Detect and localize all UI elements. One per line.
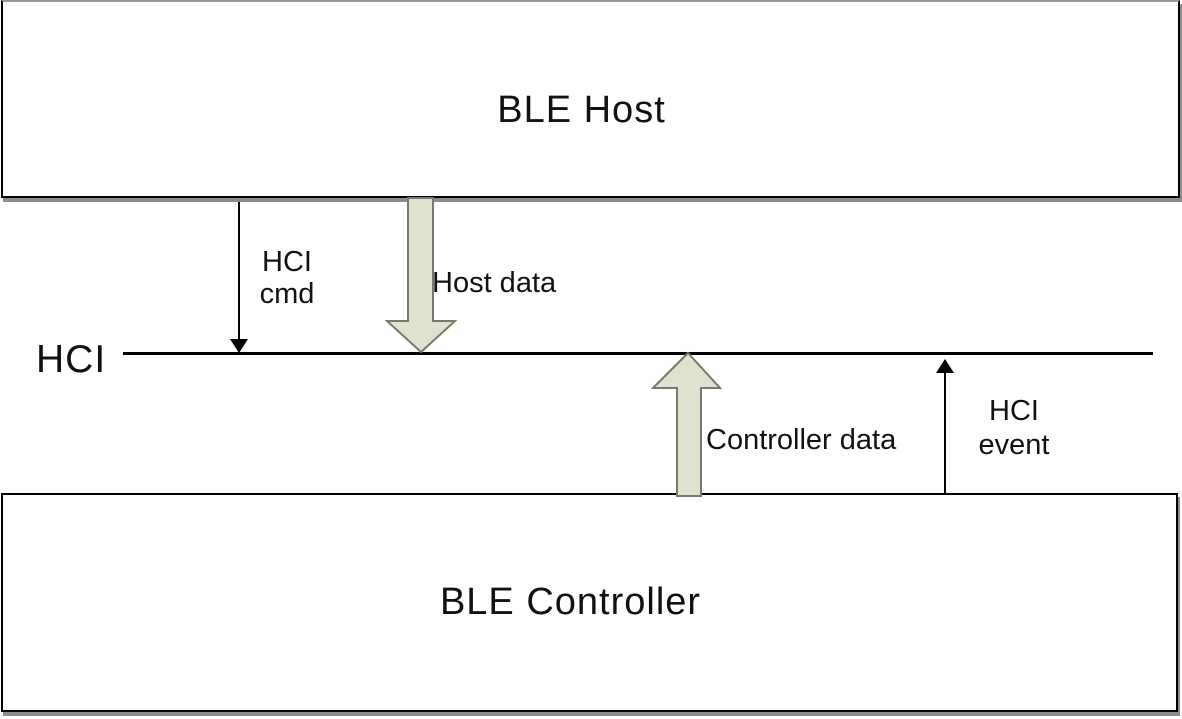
- hci-cmd-label-line1: HCI: [262, 246, 312, 278]
- hci-cmd-label-line2: cmd: [259, 278, 315, 310]
- ble-controller-box: BLE Controller: [1, 493, 1178, 712]
- ble-host-title: BLE Host: [497, 88, 666, 131]
- hci-event-label-line1: HCI: [989, 395, 1039, 427]
- hci-cmd-down-arrow-icon: [230, 202, 248, 353]
- host-data-block-down-arrow-icon: [385, 197, 457, 354]
- host-data-label: Host data: [432, 267, 557, 299]
- hci-cmd-label: HCI cmd: [230, 246, 344, 310]
- ble-controller-title: BLE Controller: [439, 581, 702, 623]
- controller-data-block-up-arrow-icon: [651, 351, 723, 497]
- hci-event-label: HCI event: [963, 394, 1065, 462]
- ble-host-box: BLE Host: [1, 0, 1180, 198]
- hci-event-up-arrow-icon: [936, 359, 954, 495]
- hci-event-label-line2: event: [978, 429, 1050, 461]
- controller-data-label: Controller data: [706, 424, 897, 456]
- hci-interface-line: [123, 352, 1153, 355]
- hci-interface-label: HCI: [36, 338, 107, 381]
